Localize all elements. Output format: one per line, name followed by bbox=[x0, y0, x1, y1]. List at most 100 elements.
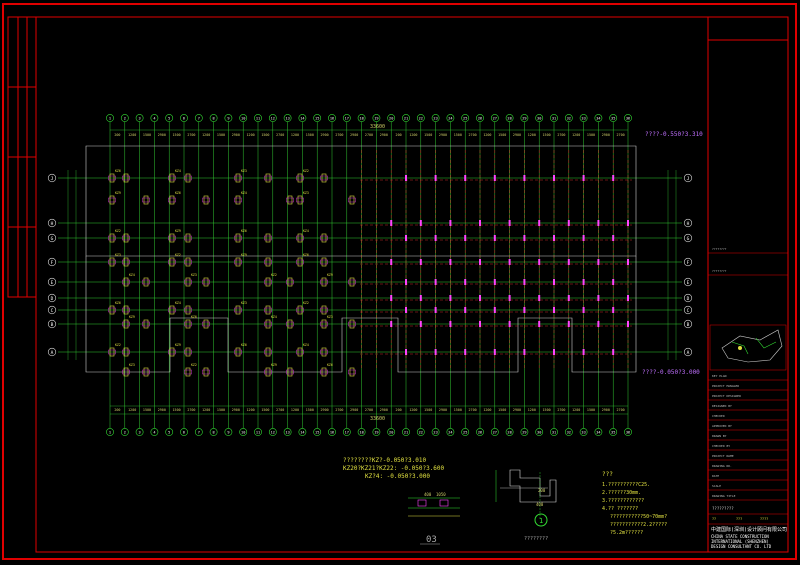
axis-number-top: 5 bbox=[168, 117, 170, 121]
axis-bubble bbox=[505, 428, 514, 436]
column-marker bbox=[449, 259, 452, 265]
column-rebar bbox=[122, 279, 130, 285]
column bbox=[123, 347, 129, 357]
column bbox=[287, 277, 293, 287]
column-rebar bbox=[168, 175, 176, 181]
column-rebar bbox=[296, 235, 304, 241]
column-marker bbox=[405, 307, 407, 313]
axis-bubble bbox=[683, 173, 693, 183]
dimension-text: 1500 bbox=[587, 408, 595, 412]
note-line: KZ20?KZ21?KZ22: -0.050?3.600 bbox=[343, 465, 445, 472]
column-rebar bbox=[348, 197, 356, 203]
axis-bubble bbox=[47, 305, 57, 315]
dimension-text: 1500 bbox=[143, 133, 151, 137]
top-dimension-total: 33600 bbox=[370, 124, 385, 130]
axis-number-bottom: 10 bbox=[241, 431, 245, 435]
column-rebar bbox=[286, 279, 294, 285]
axis-number-top: 25 bbox=[463, 117, 467, 121]
column-marker bbox=[553, 307, 555, 313]
column-rebar bbox=[184, 175, 192, 181]
dimension-text: 2700 bbox=[276, 408, 284, 412]
column bbox=[143, 367, 149, 377]
dimension-text: 1500 bbox=[543, 408, 551, 412]
axis-bubble bbox=[254, 428, 262, 436]
column-marker bbox=[449, 220, 452, 226]
column bbox=[235, 257, 241, 267]
elevation-note-bottom: ????-0.050?3.000 bbox=[642, 369, 700, 376]
column bbox=[185, 319, 191, 329]
column-rebar bbox=[184, 349, 192, 355]
axis-bubble bbox=[209, 114, 218, 122]
axis-number-bottom: 2 bbox=[124, 431, 126, 435]
section-marker-circle bbox=[534, 513, 548, 527]
axis-number-top: 21 bbox=[404, 117, 408, 121]
axis-number-bottom: 34 bbox=[596, 431, 600, 435]
axis-letter-right: C bbox=[687, 308, 690, 314]
axis-number-bottom: 22 bbox=[419, 431, 423, 435]
column-marker bbox=[508, 259, 511, 265]
axis-bubble bbox=[609, 428, 618, 436]
axis-number-bottom: 27 bbox=[493, 431, 497, 435]
detail-label: 03 bbox=[426, 535, 437, 545]
axis-bubble bbox=[224, 428, 233, 436]
dimension-text: 1500 bbox=[173, 133, 181, 137]
axis-number-top: 12 bbox=[271, 117, 275, 121]
column bbox=[287, 367, 293, 377]
column-marker bbox=[627, 220, 629, 226]
title-block-row-label: DRAWN BY bbox=[712, 434, 727, 438]
title-block-row-label: PROJECT NAME bbox=[712, 454, 734, 458]
column bbox=[123, 319, 129, 329]
axis-letter-left: D bbox=[51, 296, 54, 302]
column-label: KZ3 bbox=[191, 273, 197, 277]
column bbox=[169, 257, 175, 267]
axis-bubble bbox=[402, 428, 410, 436]
column-marker bbox=[553, 279, 555, 285]
dimension-text: 200 bbox=[396, 408, 402, 412]
column-rebar bbox=[348, 321, 356, 327]
title-block-row-label: ???????? bbox=[712, 247, 727, 251]
column-rebar bbox=[184, 259, 192, 265]
dimension-text: 1500 bbox=[543, 133, 551, 137]
column-marker bbox=[479, 259, 481, 265]
column bbox=[349, 319, 355, 329]
column-rebar bbox=[296, 259, 304, 265]
axis-number-top: 17 bbox=[345, 117, 349, 121]
section-marker: 1 bbox=[539, 517, 543, 525]
column-rebar bbox=[296, 197, 304, 203]
column bbox=[235, 195, 241, 205]
axis-letter-left: B bbox=[51, 322, 54, 328]
column-marker bbox=[493, 235, 496, 241]
column-marker bbox=[419, 295, 422, 301]
axis-bubble bbox=[446, 428, 455, 436]
column bbox=[265, 257, 271, 267]
column-marker bbox=[405, 349, 407, 355]
column-rebar bbox=[202, 197, 210, 203]
axis-bubble bbox=[135, 114, 144, 122]
column-rebar bbox=[108, 235, 116, 241]
axis-bubble bbox=[268, 428, 277, 436]
axis-bubble bbox=[683, 277, 693, 287]
axis-bubble bbox=[328, 114, 336, 122]
column-marker bbox=[405, 235, 407, 241]
column bbox=[321, 367, 327, 377]
dimension-text: 2900 bbox=[513, 408, 521, 412]
column-label: KZ6 bbox=[115, 169, 121, 173]
elevation-note-top: ????-0.550?3.310 bbox=[645, 131, 703, 138]
column-label: KZ9 bbox=[129, 315, 135, 319]
column-marker bbox=[493, 307, 496, 313]
dimension-text: 1200 bbox=[483, 133, 491, 137]
axis-bubble bbox=[594, 114, 603, 122]
axis-bubble bbox=[47, 173, 57, 183]
column-label: KZ4 bbox=[175, 301, 181, 305]
column-rebar bbox=[264, 279, 272, 285]
dimension-text: 1500 bbox=[261, 408, 269, 412]
title-block-row-label: CHECKED bbox=[712, 414, 725, 418]
axis-letter-left: G bbox=[51, 236, 54, 242]
column-label: KZ4 bbox=[241, 191, 247, 195]
column-marker bbox=[508, 220, 511, 226]
axis-number-bottom: 23 bbox=[433, 431, 437, 435]
column-label: KZ9 bbox=[175, 343, 181, 347]
column-rebar bbox=[320, 279, 328, 285]
axis-number-top: 33 bbox=[581, 117, 585, 121]
axis-number-top: 32 bbox=[567, 117, 571, 121]
